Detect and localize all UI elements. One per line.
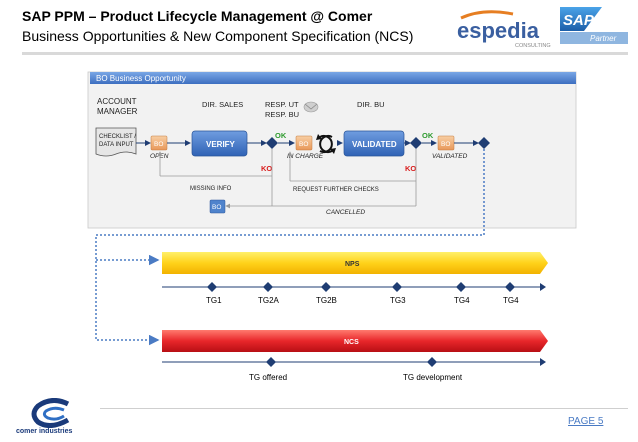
ncs-label: NCS: [344, 339, 359, 346]
decision-diamond-end: [478, 137, 490, 149]
nps-label: NPS: [345, 261, 360, 268]
dotted-connector-to-ncs: [95, 149, 485, 346]
decision-diamond-verify: [266, 137, 278, 149]
sap-partner-logo: SAP Partner: [560, 7, 628, 44]
nps-gate-marker: [207, 282, 217, 292]
bo-panel-title: BO Business Opportunity: [96, 74, 186, 83]
page-number[interactable]: PAGE 5: [568, 416, 604, 427]
nps-gate-label: TG2B: [316, 296, 337, 305]
bo-tag-in-charge: [295, 135, 313, 151]
ncs-gate-label: TG development: [403, 373, 463, 382]
nps-gate-marker: [263, 282, 273, 292]
nps-gate-marker: [456, 282, 466, 292]
nps-gate-label: TG3: [390, 296, 406, 305]
espedia-logo-text: espedia: [457, 18, 540, 43]
ko-label-2: KO: [405, 164, 416, 173]
ncs-bar[interactable]: [162, 330, 548, 352]
bo-tag-validated-label: BO: [441, 141, 450, 148]
status-cancelled: CANCELLED: [326, 209, 365, 216]
role-account-manager-2: MANAGER: [97, 107, 138, 116]
nps-gate-marker: [321, 282, 331, 292]
ncs-gate-label: TG offered: [249, 373, 287, 382]
nps-gate-label: TG1: [206, 296, 222, 305]
header-divider: [22, 52, 628, 55]
ncs-timeline-arrowhead: [540, 358, 546, 366]
nps-gate-marker: [392, 282, 402, 292]
ncs-gate-marker: [266, 357, 276, 367]
status-validated: VALIDATED: [432, 153, 468, 160]
sap-partner-tag: Partner: [590, 34, 617, 43]
sap-logo-text: SAP: [563, 12, 595, 29]
bo-tag-cancelled: [209, 199, 226, 214]
comer-logo-icon: [31, 398, 70, 428]
role-resp-ut: RESP. UT: [265, 100, 299, 109]
missing-info-label: MISSING INFO: [190, 186, 232, 192]
nps-gate-markers: [207, 282, 515, 292]
nps-gate-label: TG4: [454, 296, 470, 305]
nps-gate-marker: [505, 282, 515, 292]
status-in-charge: IN CHARGE: [287, 153, 324, 160]
refresh-cycle-icon: [316, 134, 336, 154]
checklist-label-2: DATA INPUT: [99, 142, 134, 148]
ok-label-1: OK: [275, 131, 287, 140]
nps-bar[interactable]: [162, 252, 548, 274]
comer-logo-text: comer industries: [16, 428, 73, 435]
request-further-checks-label: REQUEST FURTHER CHECKS: [293, 187, 379, 193]
bo-tag-open-label: BO: [154, 141, 163, 148]
validated-step-label: VALIDATED: [352, 140, 397, 149]
role-account-manager-1: ACCOUNT: [97, 97, 137, 106]
role-resp-bu: RESP. BU: [265, 110, 299, 119]
nps-timeline-arrowhead: [540, 283, 546, 291]
footer-divider: [100, 408, 628, 409]
bo-tag-cancelled-label: BO: [212, 204, 221, 211]
decision-diamond-validated: [410, 137, 422, 149]
nps-gate-label: TG4: [503, 296, 519, 305]
checklist-label-1: CHECKLIST /: [99, 134, 136, 140]
slide-subtitle: Business Opportunities & New Component S…: [22, 28, 414, 44]
ok-label-2: OK: [422, 131, 434, 140]
mail-icon: [303, 101, 319, 113]
role-dir-bu: DIR. BU: [357, 100, 385, 109]
verify-step-label: VERIFY: [206, 140, 236, 149]
status-open: OPEN: [150, 153, 169, 160]
espedia-logo: espedia CONSULTING: [457, 10, 551, 49]
role-dir-sales: DIR. SALES: [202, 100, 243, 109]
ncs-gate-marker: [427, 357, 437, 367]
espedia-logo-tag: CONSULTING: [515, 43, 551, 49]
slide-title: SAP PPM – Product Lifecycle Management @…: [22, 8, 373, 24]
nps-gate-label: TG2A: [258, 296, 280, 305]
logo-swoosh-icon: [460, 10, 514, 20]
ko-label-1: KO: [261, 164, 272, 173]
bo-panel-header-bar: [90, 72, 576, 84]
checklist-data-input-doc: [95, 127, 137, 157]
bo-tag-in-charge-label: BO: [299, 141, 308, 148]
